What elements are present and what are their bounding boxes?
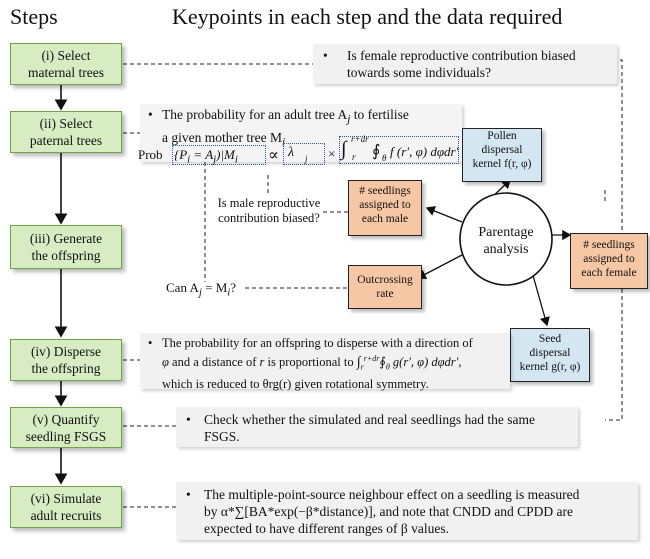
note-fertilise: • The probability for an adult tree Aj t… (140, 104, 462, 162)
formula-parent-box (172, 145, 266, 165)
probability-formula: Prob {Pi = Aj)|Mi ∝ λ j × ∫ r r+dr ∮ θ f… (138, 134, 459, 166)
note-female-bias: • Is female reproductive contribution bi… (313, 44, 617, 84)
arrow-to-outcrossing (416, 254, 463, 279)
arrow-to-seedlings-male (425, 206, 463, 223)
keypoints-header: Keypoints in each step and the data requ… (172, 4, 563, 29)
formula-lambda-box (283, 143, 325, 165)
steps-header: Steps (10, 4, 58, 29)
arrow-to-seed (531, 271, 550, 327)
note-neighbour-effect: • The multiple-point-source neighbour ef… (176, 482, 638, 540)
parentage-analysis: Parentage analysis (478, 225, 534, 257)
question-selfing: Can Aj = Mi? (166, 280, 237, 299)
question-male-bias: Is male reproductive contribution biased… (217, 196, 321, 225)
note-disperse: • The probability for an offspring to di… (140, 333, 510, 391)
formula-integral-box (339, 136, 459, 164)
parentage-circle (459, 192, 553, 286)
note-fsgs: • Check whether the simulated and real s… (176, 407, 578, 447)
